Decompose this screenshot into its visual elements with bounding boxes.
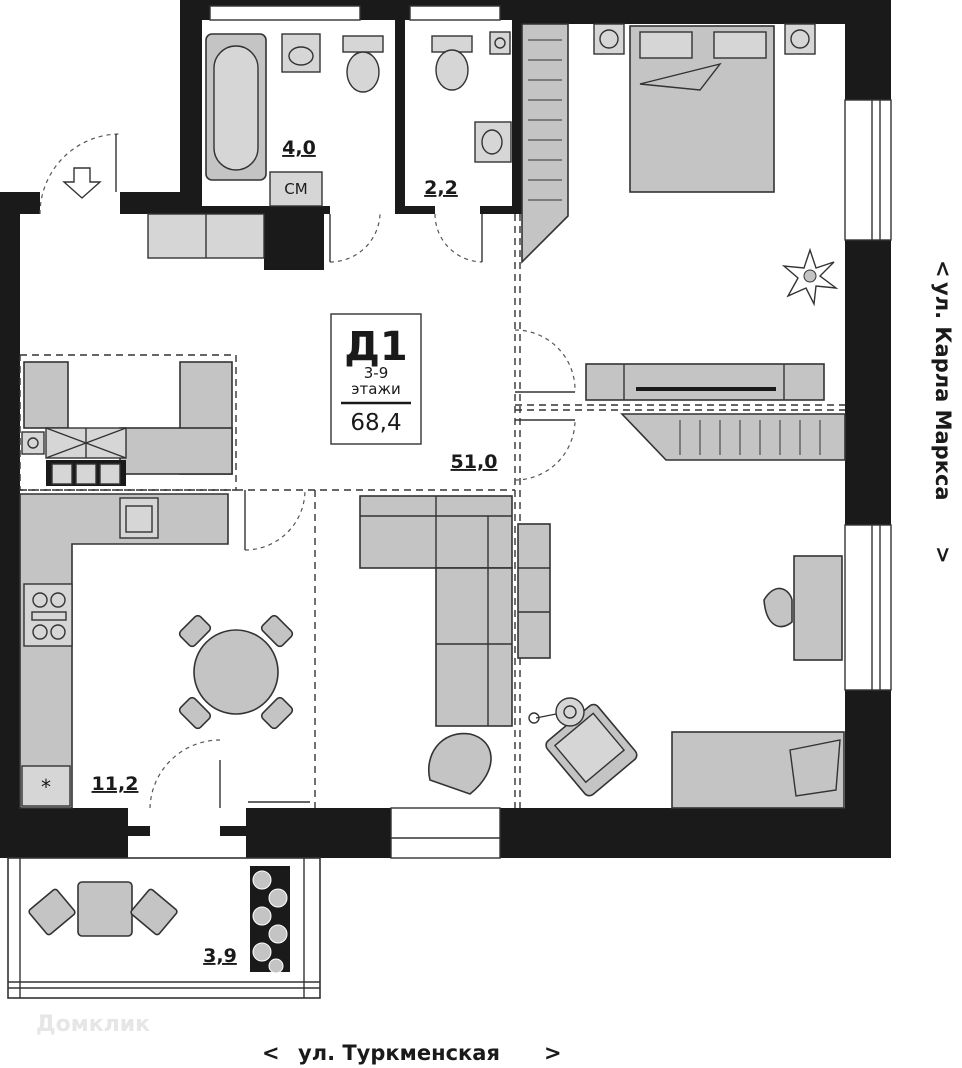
kitchen-area: 11,2 <box>92 773 139 795</box>
street-right-chevron-right: > <box>931 546 955 564</box>
living-area: 51,0 <box>451 451 498 473</box>
watermark: Домклик <box>36 1012 151 1037</box>
hall <box>21 167 233 486</box>
street-bottom-name: ул. Туркменская <box>298 1041 500 1065</box>
living-room <box>359 495 845 809</box>
apartment-total-area: 68,4 <box>350 410 401 436</box>
street-right: < ул. Карла Маркса > <box>931 260 955 564</box>
street-bottom: < ул. Туркменская > <box>262 1041 562 1065</box>
kitchen: * <box>19 493 294 809</box>
wc <box>431 31 512 163</box>
washing-machine-label: СМ <box>284 180 307 198</box>
wc-area: 2,2 <box>424 177 458 199</box>
street-bottom-chevron-left: < <box>262 1041 280 1065</box>
doors <box>39 133 576 809</box>
bedroom <box>521 23 846 461</box>
svg-text:*: * <box>41 775 51 799</box>
apartment-code: Д1 <box>344 324 407 370</box>
bathroom-area: 4,0 <box>282 137 316 159</box>
apartment-info-card: Д1 3-9 этажи 68,4 <box>330 313 422 445</box>
zone-lines <box>19 214 845 808</box>
apartment-floors: 3-9 <box>364 364 389 382</box>
street-bottom-chevron-right: > <box>544 1041 562 1065</box>
windows <box>209 5 892 859</box>
bathroom <box>147 33 384 259</box>
street-right-chevron-left: < <box>931 260 955 278</box>
apartment-floors-word: этажи <box>351 380 400 398</box>
street-right-name: ул. Карла Маркса <box>931 282 955 501</box>
walls <box>0 0 891 858</box>
balcony <box>7 857 321 999</box>
balcony-area: 3,9 <box>203 945 237 967</box>
